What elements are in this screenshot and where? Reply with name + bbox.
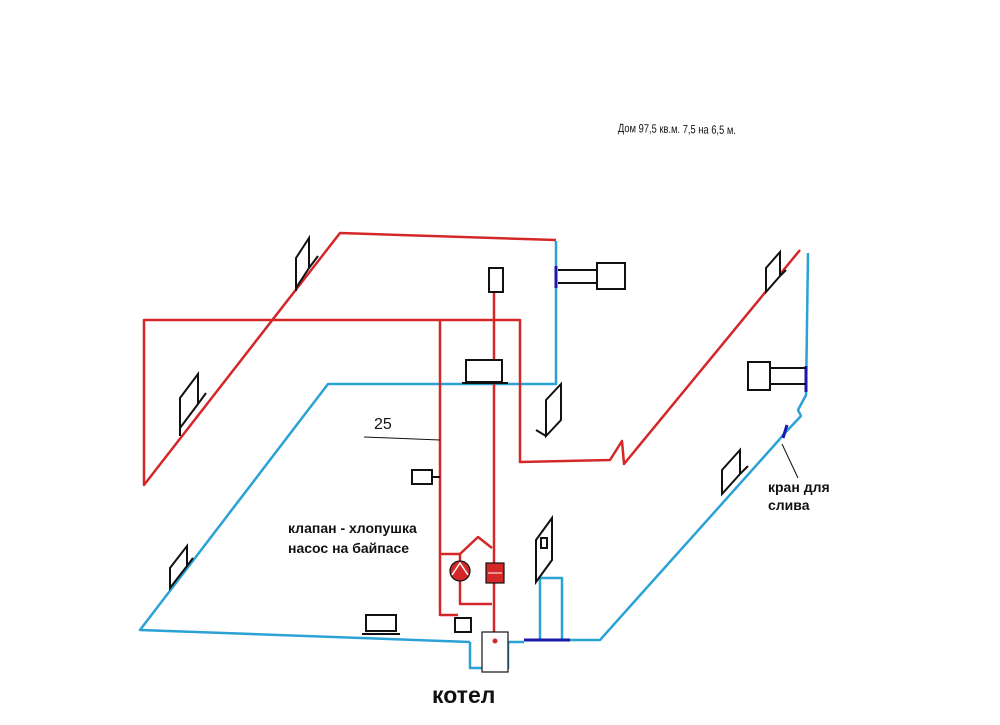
- boiler-label: котел: [432, 682, 496, 708]
- fitting-drain-valve: [781, 424, 789, 439]
- radiator-left: [179, 371, 207, 436]
- bypass-devices: [449, 560, 505, 584]
- radiator-near-boiler: [454, 617, 472, 633]
- radiators: [169, 234, 806, 635]
- boiler-icon: [481, 631, 509, 673]
- radiator-right-upper: [765, 249, 787, 295]
- bypass-pump-label: насос на байпасе: [288, 540, 410, 556]
- flap-valve-icon: [485, 562, 505, 584]
- supply-main-loop: [142, 231, 801, 487]
- drain-valve-label-line2: слива: [768, 497, 810, 513]
- drain-valve-pointer: [781, 443, 799, 479]
- pipe-size-leader: [363, 436, 441, 441]
- radiator-center: [462, 359, 508, 384]
- supply-pipeline: [142, 231, 801, 640]
- return-right-loop: [524, 252, 810, 642]
- return-outer-loop: [138, 241, 558, 644]
- drain-fittings: [524, 266, 808, 642]
- radiator-bottom-left: [169, 543, 194, 591]
- radiator-top-center: [488, 267, 504, 293]
- drain-valve-label: кран для слива: [768, 478, 830, 514]
- flap-valve-label: клапан - хлопушка: [288, 520, 417, 536]
- radiator-bottom: [362, 614, 400, 635]
- radiator-small-center: [411, 469, 440, 485]
- house-dimensions-note: Дом 97,5 кв.м. 7,5 на 6,5 м.: [617, 121, 737, 138]
- radiator-top-left: [295, 234, 319, 292]
- radiator-right-lower: [721, 447, 749, 497]
- supply-riser-left: [438, 320, 458, 617]
- radiator-top-right: [558, 262, 626, 290]
- pump-icon: [449, 560, 471, 582]
- return-radiator-riser: [538, 576, 564, 640]
- drain-valve-label-line1: кран для: [768, 479, 830, 495]
- supply-bypass-top: [459, 535, 493, 555]
- radiator-right: [747, 361, 806, 391]
- pipe-diameter-label: 25: [374, 416, 392, 433]
- radiator-middle: [535, 381, 562, 439]
- radiator-front-right: [535, 514, 553, 586]
